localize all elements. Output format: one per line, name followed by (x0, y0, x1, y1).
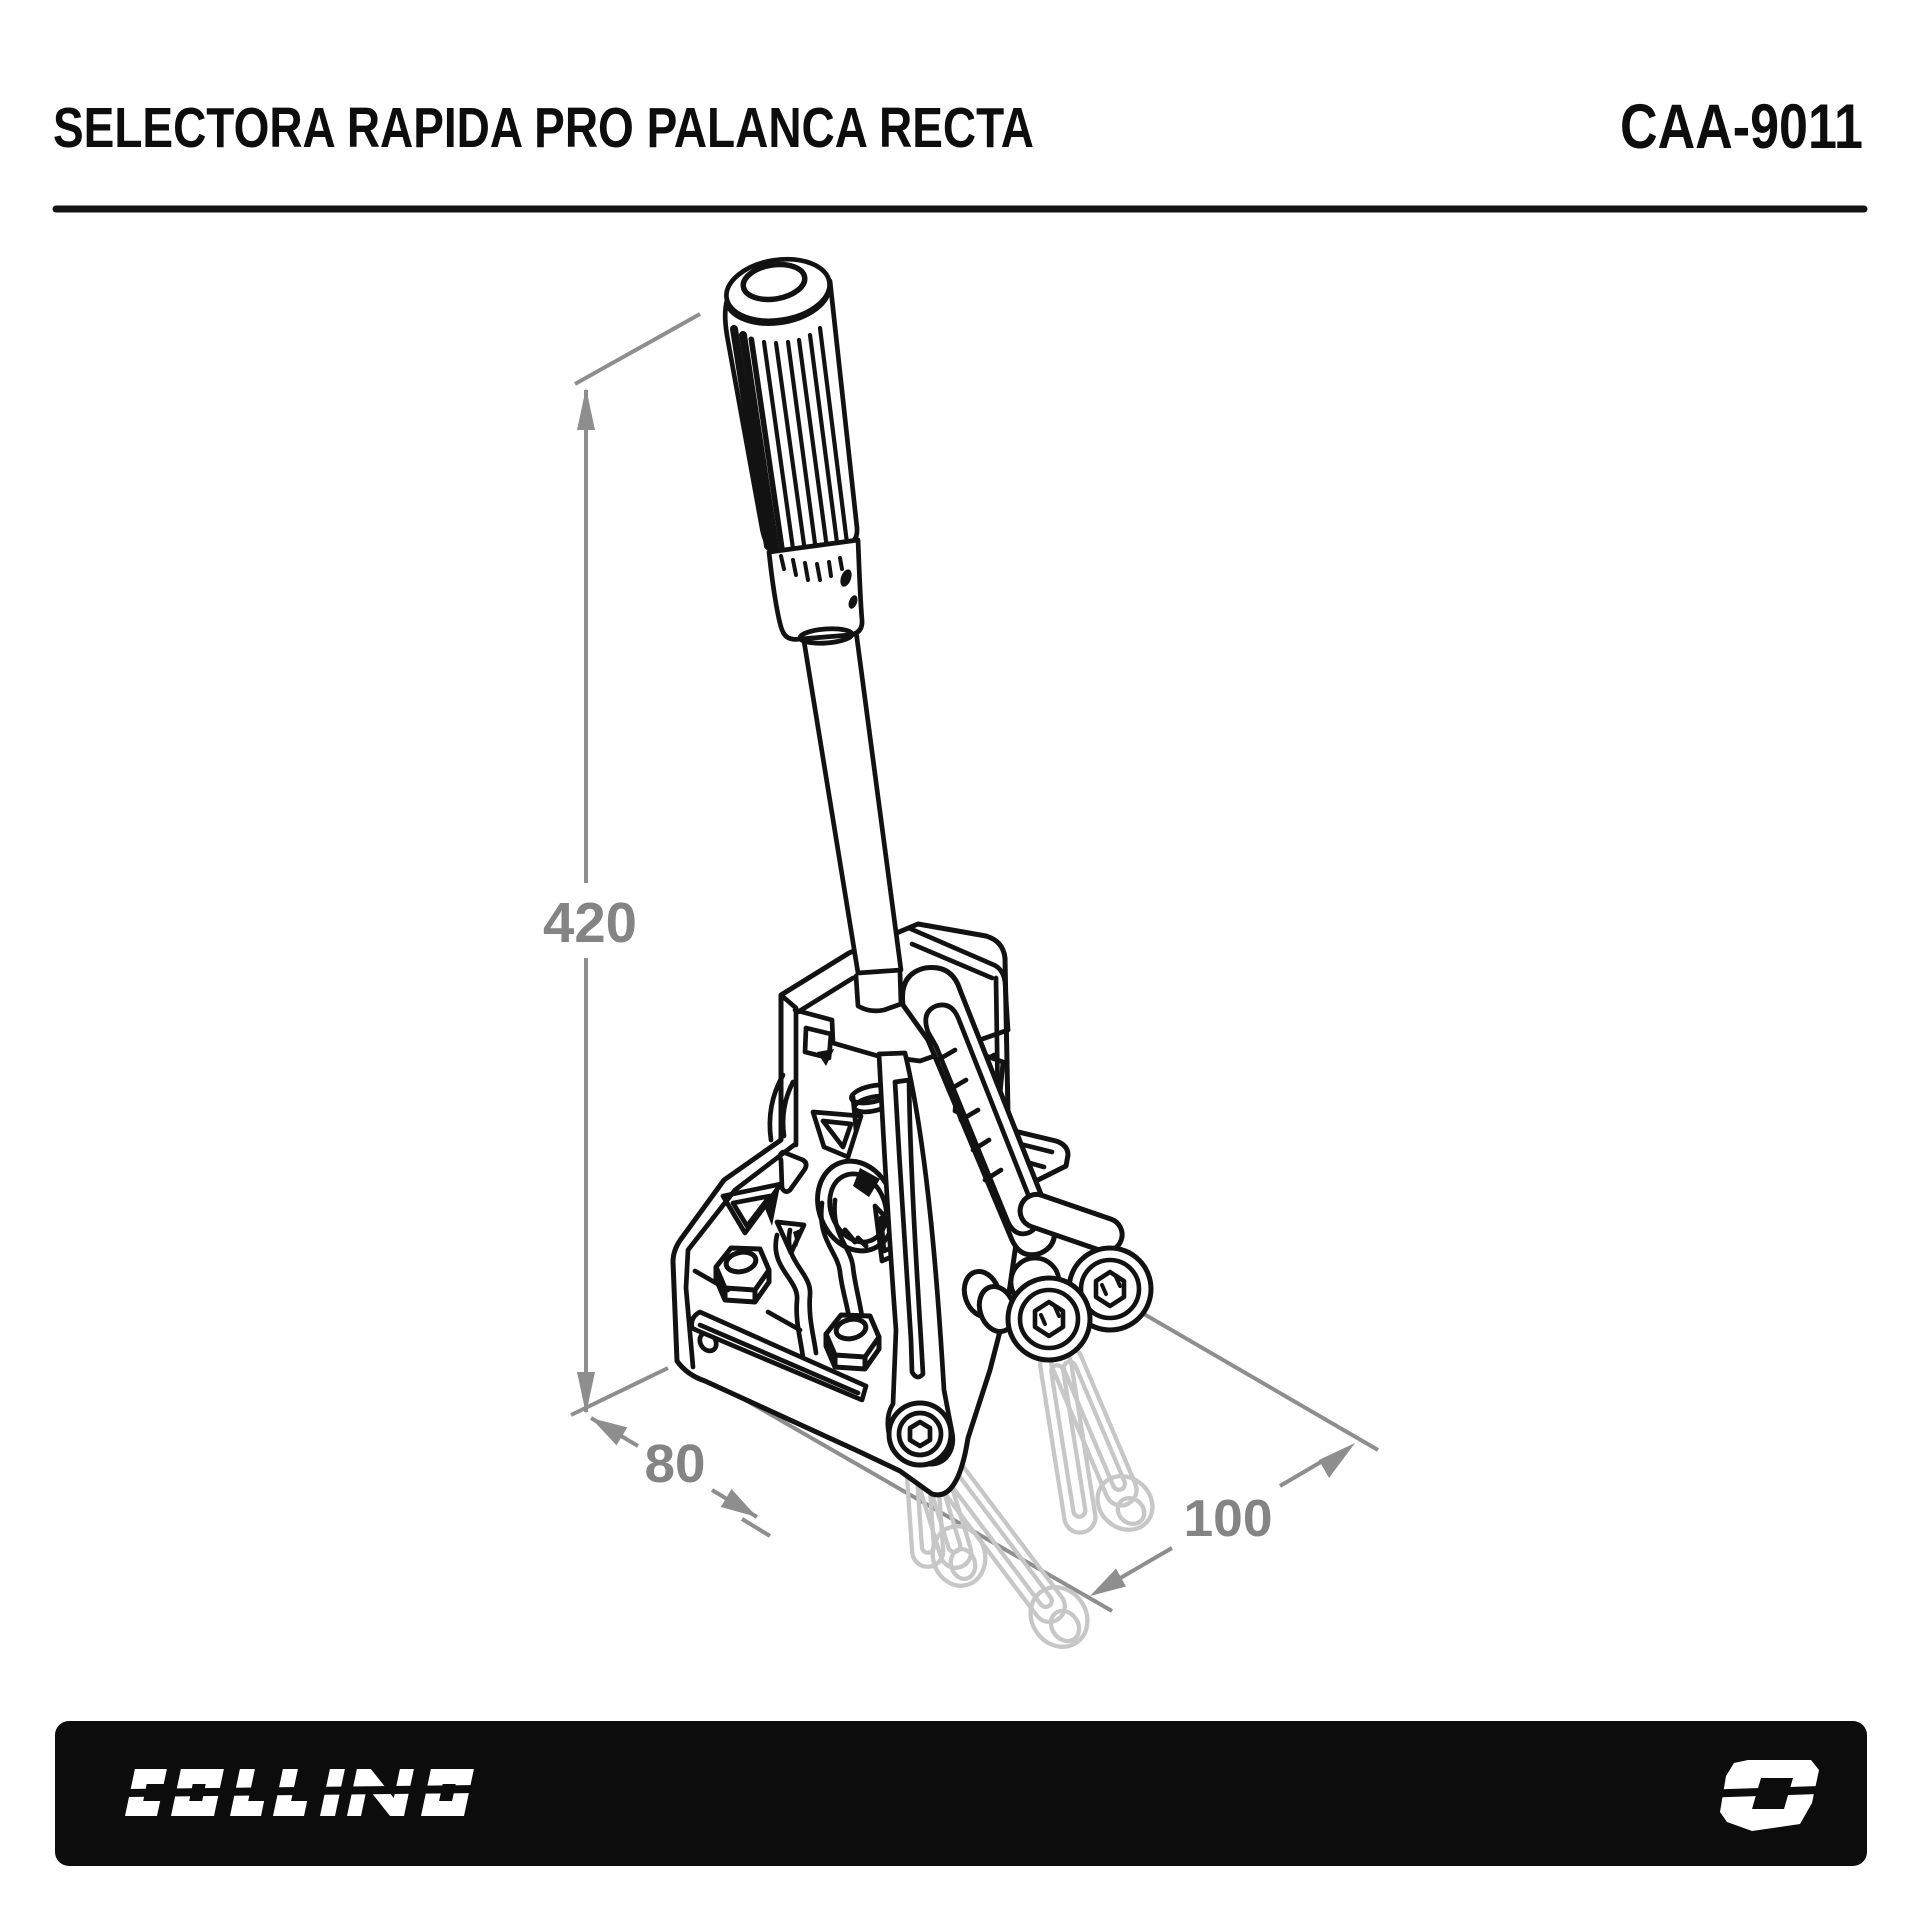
svg-text:420: 420 (543, 891, 637, 955)
svg-text:SELECTORA RAPIDA PRO PALANCA R: SELECTORA RAPIDA PRO PALANCA RECTA (53, 96, 1034, 160)
svg-text:CAA-9011: CAA-9011 (1620, 92, 1863, 162)
svg-text:100: 100 (1184, 1490, 1273, 1548)
svg-text:80: 80 (645, 1434, 706, 1494)
